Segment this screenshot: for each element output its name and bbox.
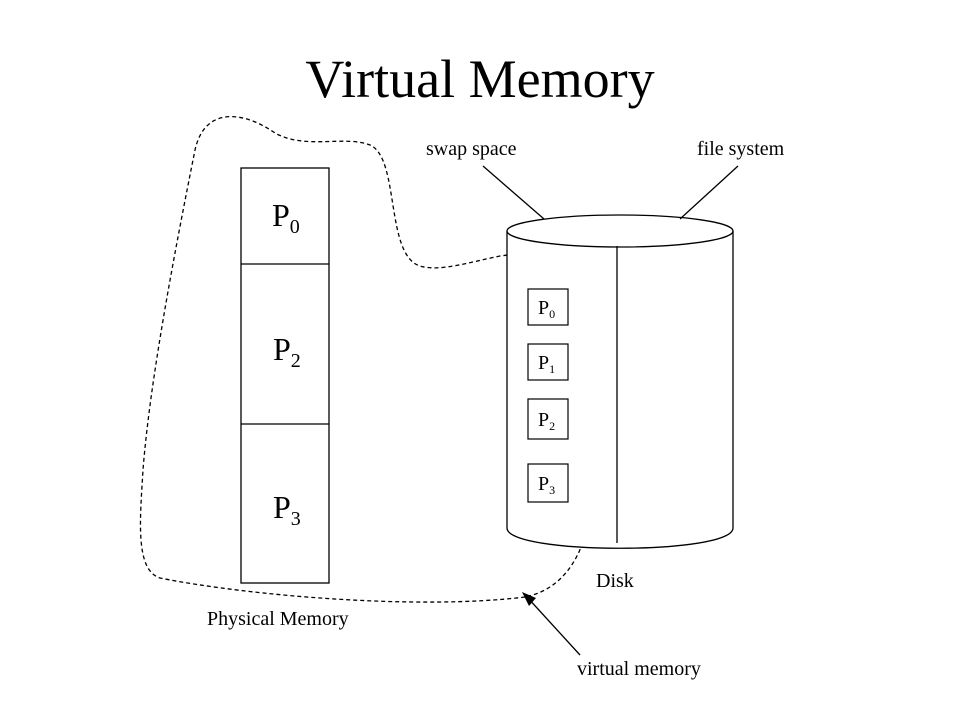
disk-cylinder-top (506, 214, 734, 248)
disk-page-box (527, 398, 569, 440)
file-system-leader-line (679, 165, 739, 220)
disk-label: Disk (596, 570, 634, 592)
file-system-label: file system (697, 138, 785, 160)
disk-page: P3 (538, 473, 555, 497)
physical-memory-page: P2 (273, 331, 301, 372)
arrowhead-icon (522, 592, 536, 606)
disk-page-box (527, 343, 569, 381)
swap-space-label: swap space (426, 138, 517, 160)
page-title: Virtual Memory (305, 49, 654, 109)
disk-page-box (527, 463, 569, 503)
physical-memory-page: P3 (273, 489, 301, 530)
physical-memory-block (240, 167, 330, 584)
disk-page: P2 (538, 409, 555, 433)
virtual-memory-label: virtual memory (577, 658, 701, 680)
physical-memory-label: Physical Memory (207, 608, 349, 630)
swap-space-leader-line (482, 165, 545, 220)
disk-page: P0 (538, 297, 555, 321)
virtual-memory-arrow-line (526, 596, 581, 656)
physical-memory-page: P0 (272, 197, 300, 238)
disk-page-box (527, 288, 569, 326)
disk-page: P1 (538, 352, 555, 376)
